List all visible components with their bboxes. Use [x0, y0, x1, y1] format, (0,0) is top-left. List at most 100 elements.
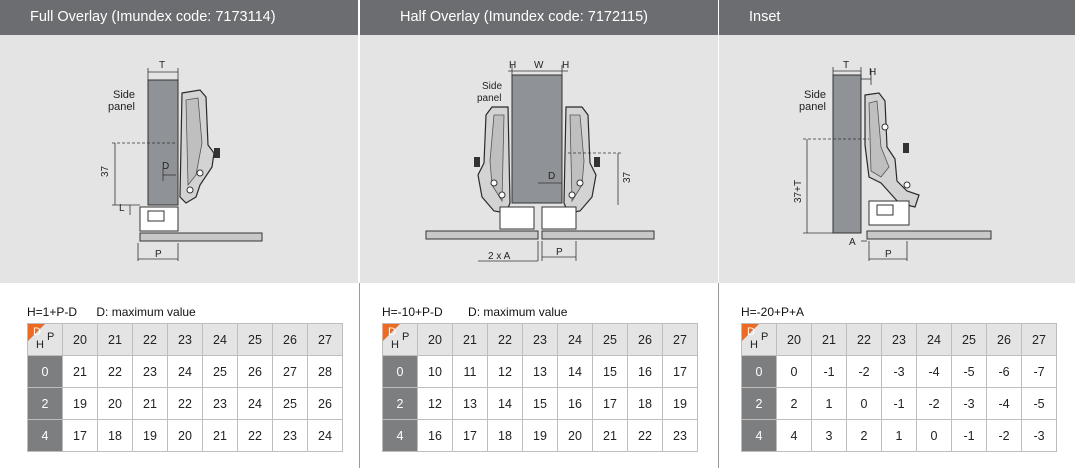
table-cell: 2	[776, 387, 812, 420]
formula-text: H=-10+P-D D: maximum value	[382, 305, 567, 319]
dim-label-37: 37	[622, 171, 633, 183]
column-header: 22	[487, 323, 523, 356]
column-header: 26	[272, 323, 308, 356]
full-overlay-diagram: Side panel T D L P 37	[0, 35, 358, 283]
column-header: 21	[452, 323, 488, 356]
table-cell: 13	[452, 387, 488, 420]
table-cell: 21	[592, 419, 628, 452]
formula-text: H=-20+P+A	[741, 305, 804, 319]
side-panel-label-1: Side	[804, 89, 826, 101]
hinge-table-full-overlay: D P H 20 21 22 23 24 25 26 27 0 21 22 23…	[27, 323, 343, 452]
side-panel-shape	[147, 79, 179, 206]
table-cell: -2	[986, 419, 1022, 452]
row-header: 2	[27, 387, 63, 420]
dim-label-t: T	[159, 60, 165, 71]
column-header: 21	[811, 323, 847, 356]
column-header: 25	[237, 323, 273, 356]
table-cell: 16	[557, 387, 593, 420]
hinge-table-half-overlay: D P H 20 21 22 23 24 25 26 27 0 10 11 12…	[382, 323, 698, 452]
separator	[359, 283, 360, 468]
table-cell: 3	[811, 419, 847, 452]
table-row: 2 2 1 0 -1 -2 -3 -4 -5	[741, 387, 1057, 420]
table-cell: 0	[846, 387, 882, 420]
dim-label-w: W	[534, 60, 544, 71]
inset-diagram: Side panel T H A P 37+T	[719, 35, 1075, 283]
table-cell: -1	[811, 355, 847, 388]
table-cell: 24	[307, 419, 343, 452]
table-cell: 24	[167, 355, 203, 388]
dim-label-h-left: H	[509, 60, 516, 71]
table-cell: -1	[881, 387, 917, 420]
column-header: 20	[62, 323, 98, 356]
column-header: 26	[627, 323, 663, 356]
table-cell: -1	[951, 419, 987, 452]
row-header: 0	[741, 355, 777, 388]
panel-full-overlay: Full Overlay (Imundex code: 7173114)	[0, 0, 358, 468]
side-panel-shape	[511, 74, 563, 204]
left-door-shape	[425, 230, 539, 240]
table-cell: -2	[916, 387, 952, 420]
table-cell: 17	[592, 387, 628, 420]
table-cell: -3	[951, 387, 987, 420]
table-cell: 17	[662, 355, 698, 388]
table-cell: 4	[776, 419, 812, 452]
table-row: 4 17 18 19 20 21 22 23 24	[27, 419, 343, 452]
table-cell: -4	[916, 355, 952, 388]
table-cell: -2	[846, 355, 882, 388]
table-cell: 11	[452, 355, 488, 388]
table-cell: 18	[97, 419, 133, 452]
table-row: 2 19 20 21 22 23 24 25 26	[27, 387, 343, 420]
right-door-shape	[541, 230, 655, 240]
table-row: 0 21 22 23 24 25 26 27 28	[27, 355, 343, 388]
table-cell: 28	[307, 355, 343, 388]
formula: H=-20+P+A	[741, 305, 805, 319]
row-header: 4	[27, 419, 63, 452]
table-cell: 10	[417, 355, 453, 388]
table-cell: 17	[452, 419, 488, 452]
separator	[718, 283, 719, 468]
door-shape	[866, 230, 992, 240]
table-cell: 23	[202, 387, 238, 420]
column-header: 25	[592, 323, 628, 356]
row-header: 0	[27, 355, 63, 388]
table-cell: -3	[1021, 419, 1057, 452]
column-header: 22	[846, 323, 882, 356]
dim-label-a: A	[849, 237, 856, 248]
column-header: 24	[916, 323, 952, 356]
table-cell: 12	[417, 387, 453, 420]
formula: H=1+P-D	[27, 305, 78, 319]
formula-note: D: maximum value	[96, 305, 196, 319]
table-cell: 23	[132, 355, 168, 388]
dim-label-p: P	[556, 247, 563, 258]
dim-label-h: H	[869, 67, 876, 78]
panel-half-overlay: Half Overlay (Imundex code: 7172115)	[360, 0, 718, 468]
dim-label-d: D	[162, 161, 169, 172]
table-cell: 21	[202, 419, 238, 452]
table-cell: 15	[592, 355, 628, 388]
table-cell: 20	[97, 387, 133, 420]
column-header: 21	[97, 323, 133, 356]
table-cell: 13	[522, 355, 558, 388]
table-cell: -3	[881, 355, 917, 388]
table-cell: 0	[916, 419, 952, 452]
column-header: 20	[776, 323, 812, 356]
table-corner-cell: D P H	[741, 323, 777, 356]
table-cell: 20	[557, 419, 593, 452]
table-cell: 19	[662, 387, 698, 420]
table-cell: 1	[811, 387, 847, 420]
row-header: 4	[741, 419, 777, 452]
dim-label-t: T	[843, 60, 849, 71]
panel-inset: Inset	[719, 0, 1075, 468]
panel-title: Inset	[719, 0, 1075, 35]
formula-note: D: maximum value	[468, 305, 568, 319]
side-panel-label-2: panel	[799, 101, 826, 113]
table-cell: 24	[237, 387, 273, 420]
side-panel-label-2: panel	[108, 101, 135, 113]
table-cell: 16	[417, 419, 453, 452]
column-header: 24	[557, 323, 593, 356]
column-header: 20	[417, 323, 453, 356]
table-cell: 22	[97, 355, 133, 388]
column-header: 22	[132, 323, 168, 356]
formula-text: H=1+P-D D: maximum value	[27, 305, 196, 319]
dim-label-37t: 37+T	[793, 180, 804, 203]
